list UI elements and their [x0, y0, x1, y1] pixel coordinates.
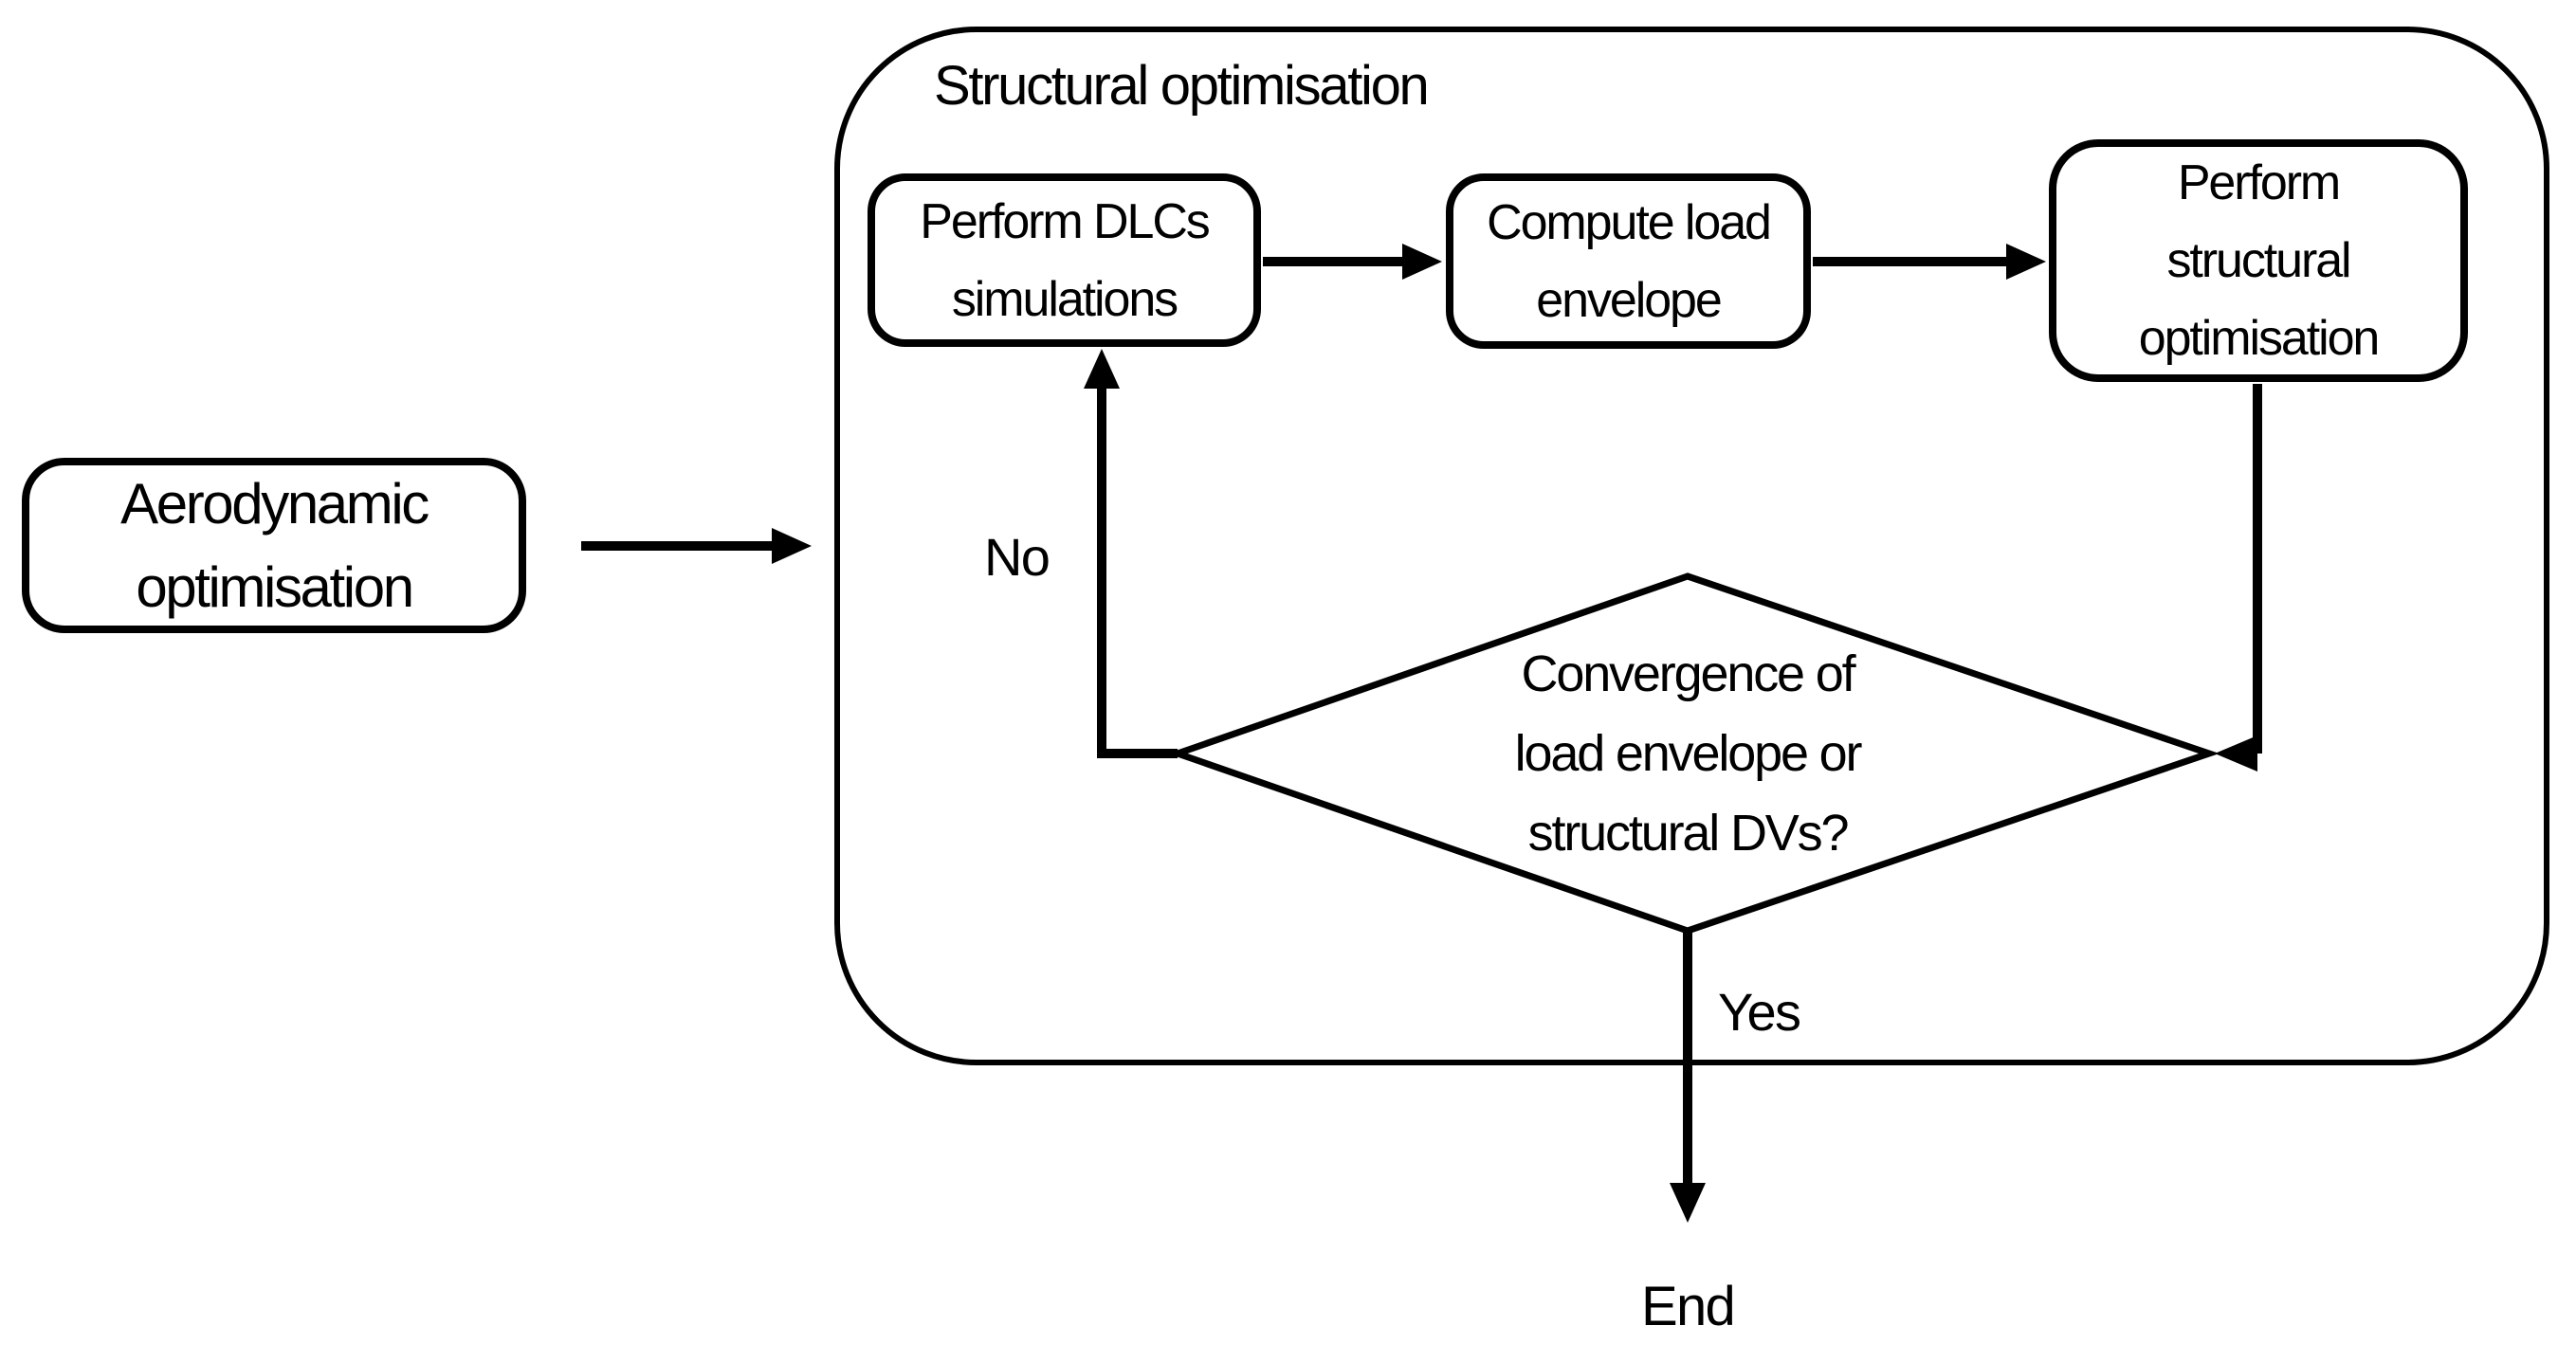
node-label-line: Compute load	[1487, 194, 1772, 250]
arrow-structopt-to-decision	[2215, 384, 2262, 772]
perform-structural-optimisation-box: Perform structural optimisation	[2049, 139, 2468, 382]
node-label-line: optimisation	[2138, 311, 2381, 366]
node-label-line: Perform DLCs	[920, 193, 1211, 249]
node-label-line: simulations	[951, 271, 1178, 327]
compute-load-envelope-box: Compute load envelope	[1446, 173, 1811, 349]
node-label-line: Aerodynamic	[120, 471, 429, 536]
arrow-decision-yes-to-end	[1670, 933, 1706, 1223]
structural-optimisation-title: Structural optimisation	[934, 55, 1430, 117]
node-label-line: Perform	[2177, 155, 2341, 210]
yes-edge-label: Yes	[1718, 982, 1801, 1042]
arrow-aero-to-structural	[581, 528, 812, 564]
node-label-line: optimisation	[136, 554, 414, 619]
node-label-line: structural	[2166, 233, 2351, 288]
aerodynamic-optimisation-box: Aerodynamic optimisation	[22, 458, 526, 633]
arrow-compute-to-structopt	[1813, 244, 2046, 280]
arrow-decision-no-to-dlcs	[1084, 349, 1178, 758]
end-label: End	[1641, 1276, 1736, 1337]
node-label-line: envelope	[1536, 272, 1723, 328]
decision-text: Convergence of load envelope or structur…	[1394, 634, 1982, 873]
decision-text-line: load envelope or	[1514, 725, 1863, 782]
no-edge-label: No	[984, 527, 1050, 587]
arrow-dlcs-to-compute	[1263, 244, 1442, 280]
perform-dlcs-box: Perform DLCs simulations	[868, 173, 1261, 347]
decision-text-line: structural DVs?	[1527, 805, 1850, 862]
convergence-decision-diamond	[1167, 572, 2220, 935]
decision-text-line: Convergence of	[1521, 645, 1855, 702]
